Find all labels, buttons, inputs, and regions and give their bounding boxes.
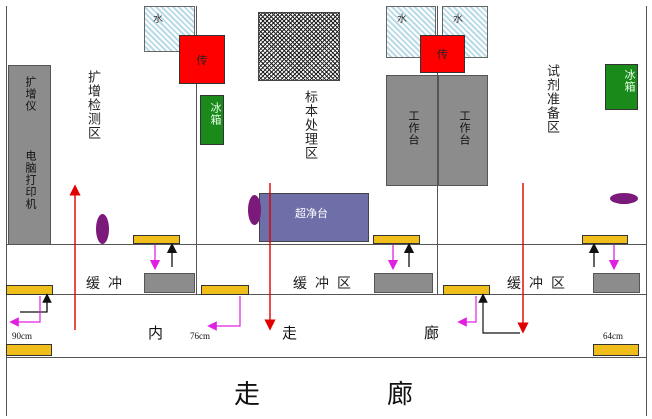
amplifier-pc-equipment: 扩增仪 电脑打印机	[8, 65, 51, 245]
workbench-right: 工作台	[438, 75, 488, 186]
amplifier-label: 扩增仪	[24, 76, 36, 112]
pass-window-2-label: 传	[437, 49, 448, 61]
amplification-zone-label: 扩增检测区	[86, 70, 101, 140]
magenta-arrow-left-door1	[9, 296, 41, 327]
buffer-bottom-line	[6, 294, 646, 295]
buffer-label-2: 缓冲区	[293, 277, 359, 292]
reagent-zone-label: 试剂准备区	[545, 64, 560, 134]
pass-window-1: 传	[179, 35, 225, 84]
water-sink-2-label: 水	[397, 14, 407, 25]
purple-ellipse-1	[96, 214, 109, 244]
inner-corridor-label-3: 廊	[424, 326, 440, 342]
outer-corridor-label-1: 走	[234, 380, 261, 409]
workbench-right-label: 工作台	[458, 110, 470, 146]
black-arrow-up-door3	[478, 293, 520, 334]
door-upper-2	[373, 235, 420, 244]
inner-corridor-label-2: 走	[282, 326, 298, 342]
buffer-bench-3	[593, 273, 640, 293]
buffer-bench-1	[144, 273, 195, 293]
fridge-1-label: 冰箱	[209, 102, 221, 126]
magenta-arrow-left-door2	[207, 296, 241, 331]
buffer-bench-2	[374, 273, 433, 293]
buffer-label-3: 缓冲区	[507, 277, 573, 292]
water-sink-3-label: 水	[453, 14, 463, 25]
purple-ellipse-3	[610, 193, 638, 204]
outer-corridor-label-2: 廊	[387, 380, 414, 409]
water-sink-1-label: 水	[153, 14, 163, 25]
pass-window-1-label: 传	[196, 54, 208, 67]
wall-divider-1	[196, 6, 197, 294]
pass-window-2: 传	[420, 35, 465, 73]
inner-corridor-label-1: 内	[148, 326, 164, 342]
specimen-zone-label: 标本处理区	[303, 90, 318, 160]
door-upper-1	[133, 235, 180, 244]
fridge-1: 冰箱	[200, 95, 224, 145]
door-upper-3	[582, 235, 628, 244]
outer-right-wall	[646, 6, 647, 416]
buffer-label-1: 缓冲	[86, 277, 130, 292]
outer-left-wall	[6, 6, 7, 416]
door-lower-1	[6, 285, 53, 295]
corridor-wall-line	[6, 357, 646, 358]
hatched-area	[258, 12, 340, 81]
door-corridor-1	[6, 344, 52, 356]
door-lower-2	[201, 285, 249, 295]
magenta-arrow-left-door3	[457, 296, 477, 327]
door-corridor-2	[593, 344, 639, 356]
fridge-2-label: 冰箱	[623, 69, 635, 93]
workbench-left-label: 工作台	[407, 110, 419, 146]
width-label-90: 90cm	[12, 331, 32, 341]
upper-wall-line	[6, 244, 646, 245]
door-lower-3	[443, 285, 490, 295]
width-label-76: 76cm	[190, 331, 210, 341]
width-label-64: 64cm	[603, 331, 623, 341]
black-arrow-left-door1	[20, 296, 48, 313]
fridge-2: 冰箱	[605, 64, 638, 110]
purple-ellipse-2	[248, 195, 261, 225]
workbench-left: 工作台	[386, 75, 438, 186]
clean-bench-label: 超净台	[295, 208, 328, 220]
pc-printer-label: 电脑打印机	[24, 150, 36, 210]
